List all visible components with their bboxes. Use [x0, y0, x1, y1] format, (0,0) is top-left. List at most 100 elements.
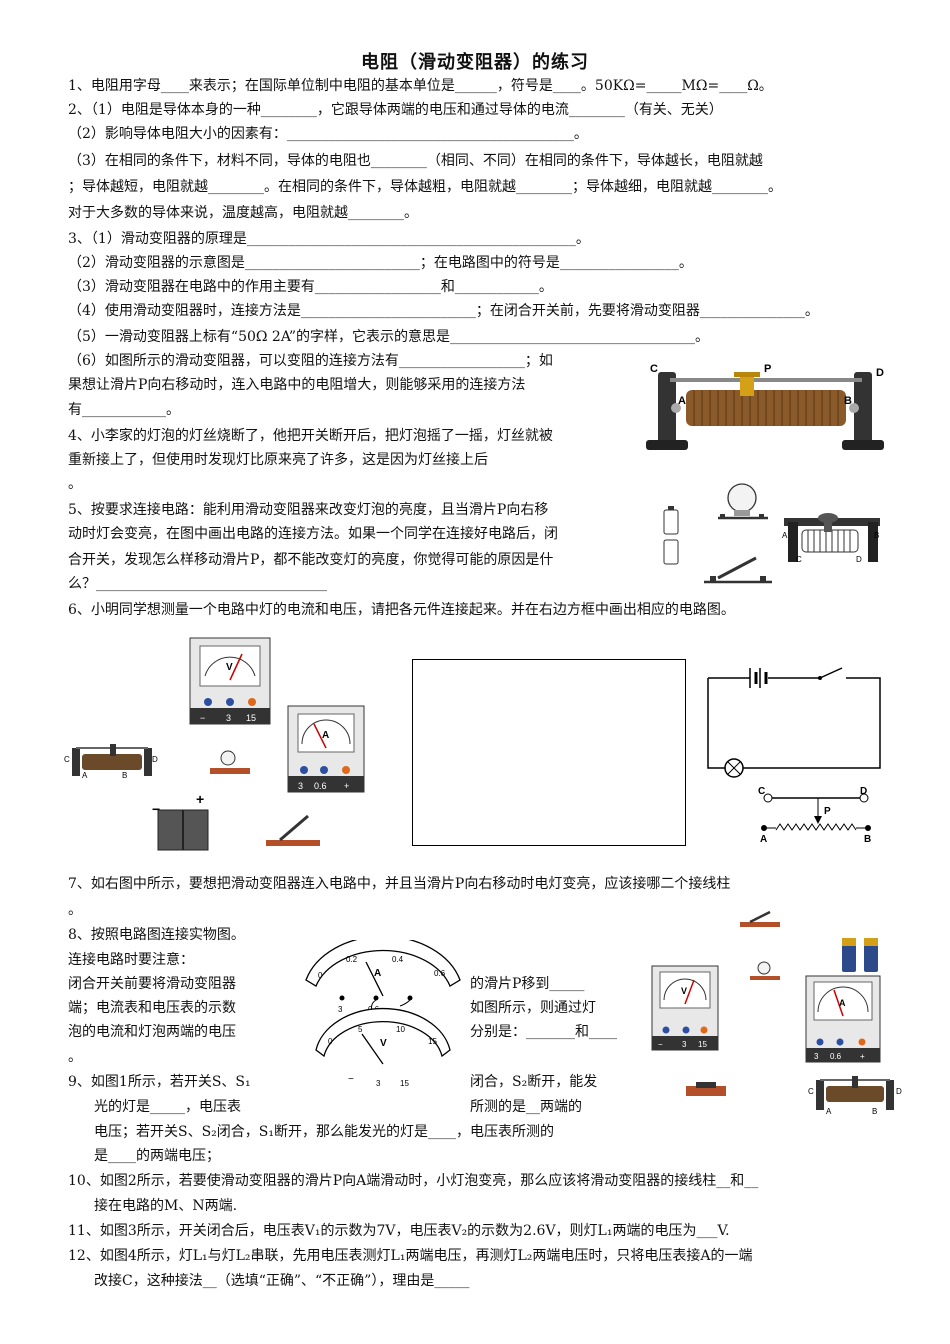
q8-rheostat-label-c: C: [808, 1087, 814, 1096]
q8-ammeter-symbol: A: [839, 998, 846, 1008]
q2-line-4: ；导体越短，电阻就越________。在相同的条件下，导体越粗，电阻就越____…: [68, 179, 782, 195]
battery-icon: − +: [152, 791, 209, 851]
q6-line: 6、小明同学想测量一个电路中灯的电流和电压，请把各元件连接起来。并在右边方框中画…: [68, 602, 735, 618]
voltmeter-symbol: V: [226, 662, 233, 673]
voltmeter-minus: −: [200, 713, 205, 723]
q8-line-1: 8、按照电路图连接实物图。: [68, 927, 245, 943]
q8-voltmeter-3: 3: [682, 1040, 687, 1049]
q8-voltmeter-minus: −: [658, 1040, 663, 1049]
q5-rheostat-label-b: B: [874, 531, 879, 540]
q8-rheostat-label-a: A: [826, 1107, 832, 1116]
q2-line-1: 2、（1）电阻是导体本身的一种________，它跟导体两端的电压和通过导体的电…: [68, 102, 723, 118]
ammeter-terminal-06: 0.6: [314, 781, 327, 791]
q7-label-a: A: [760, 834, 767, 844]
ammeter-terminal-3: 3: [298, 781, 303, 791]
q7-label-d: D: [860, 786, 867, 797]
q4-line-1: 4、小李家的灯泡的灯丝烧断了，他把开关断开后，把灯泡摇了一摇，灯丝就被: [68, 428, 553, 444]
a-terminal-3: 3: [338, 1005, 343, 1014]
rheostat-small-icon-q6: C D A B: [64, 744, 158, 780]
voltmeter-icon-q8: V − 3 15: [651, 965, 719, 1051]
q12-line-1: 12、如图4所示，灯L₁与灯L₂串联，先用电压表测灯L₁两端电压，再测灯L₂两端…: [68, 1248, 753, 1264]
ammeter-icon-q8: A 3 0.6 +: [805, 975, 881, 1063]
q6-rheostat-label-b: B: [122, 771, 127, 780]
switch-icon: [704, 556, 772, 584]
q6-rheostat-label-d: D: [152, 755, 158, 764]
q9-line-1a: 9、如图1所示，若开关S、S₁: [68, 1074, 251, 1090]
rheostat-figure-large: C P D A B: [646, 363, 884, 450]
q3-line-1: 3、（1）滑动变阻器的原理是__________________________…: [68, 231, 590, 247]
battery-pair-icon: [842, 938, 878, 972]
a-tick-1: 0.2: [346, 955, 358, 964]
rheostat-small-icon-q8: C D A B: [808, 1076, 902, 1116]
rheostat-small-icon: A B C D: [782, 513, 880, 564]
q3-line-2: （2）滑动变阻器的示意图是_________________________；在…: [68, 255, 693, 271]
q5-line-4: 么？_________________________________: [68, 576, 327, 592]
q4-line-2: 重新接上了，但使用时发现灯比原来亮了许多，这是因为灯丝接上后: [68, 452, 488, 468]
switch-small-icon-q8: [686, 1082, 726, 1096]
q8-voltmeter-symbol: V: [681, 986, 687, 996]
voltmeter-dial: 0 5 10 15 V − 3 15: [315, 1007, 451, 1088]
q3-line-6a: （6）如图所示的滑动变阻器，可以变阻的连接方法有________________…: [68, 353, 553, 369]
q7-line-1: 7、如右图中所示，要想把滑动变阻器连入电路中，并且当滑片P向右移动时电灯变亮，应…: [68, 876, 731, 892]
q8-meter-dials: 0 0.2 0.4 0.6 A 3 0.6 0 5 10 15 V − 3 15: [305, 940, 461, 1088]
v-tick-2: 10: [396, 1025, 405, 1034]
q10-line-2: 接在电路的M、N两端.: [94, 1198, 238, 1214]
a-dial-symbol: A: [374, 968, 381, 979]
rheostat-label-a: A: [678, 395, 686, 407]
bulb-icon: [718, 483, 768, 520]
rheostat-label-p: P: [764, 363, 771, 375]
q2-line-2: （2）影响导体电阻大小的因素有：________________________…: [68, 126, 588, 142]
q4-line-3: 。: [68, 476, 82, 492]
q8-line-2: 连接电路时要注意：: [68, 952, 194, 968]
q8-line-5: 泡的电流和灯泡两端的电压: [68, 1024, 236, 1040]
q8-right-1: 的滑片P移到_____: [470, 976, 585, 992]
q8-line-6: 。: [68, 1049, 82, 1065]
q7-rheostat-diagram: C D P A B: [758, 786, 871, 844]
page-title: 电阻（滑动变阻器）的练习: [361, 52, 589, 73]
v-tick-1: 5: [358, 1025, 363, 1034]
q2-line-5: 对于大多数的导体来说，温度越高，电阻就越________。: [68, 205, 418, 221]
v-tick-3: 15: [428, 1037, 437, 1046]
q3-line-4: （4）使用滑动变阻器时，连接方法是_______________________…: [68, 303, 819, 319]
q7-label-c: C: [758, 786, 765, 797]
q9-line-2b: 所测的是__两端的: [470, 1099, 582, 1115]
battery-cells-icon: [663, 506, 679, 565]
q8-ammeter-3: 3: [814, 1052, 819, 1061]
switch-icon-q8: [740, 910, 780, 927]
q3-line-6c: 有____________。: [68, 402, 180, 418]
ammeter-plus: +: [344, 781, 349, 791]
q8-components-figure: V − 3 15 A 3 0.6 +: [651, 910, 902, 1116]
q9-line-2a: 光的灯是_____，电压表: [94, 1099, 241, 1115]
rheostat-label-b: B: [844, 395, 852, 407]
q8-ammeter-plus: +: [860, 1052, 865, 1061]
q3-line-6b: 果想让滑片P向右移动时，连入电路中的电阻增大，则能够采用的连接方法: [68, 377, 526, 393]
q7-label-p: P: [824, 806, 831, 817]
switch-icon-q6: [266, 814, 320, 846]
battery-minus: −: [152, 801, 160, 817]
q8-right-2: 如图所示，则通过灯: [470, 1000, 596, 1016]
ammeter-dial: 0 0.2 0.4 0.6 A 3 0.6: [305, 940, 461, 1014]
q5-line-2: 动时灯会变亮，在图中画出电路的连接方法。如果一个同学在连接好电路后，闭: [68, 526, 558, 542]
q8-ammeter-06: 0.6: [830, 1052, 842, 1061]
q9-line-1b: 闭合，S₂断开，能发: [470, 1074, 598, 1090]
q6-rheostat-label-c: C: [64, 755, 70, 764]
ammeter-icon: A 3 0.6 +: [287, 705, 365, 793]
q6-circuit-diagram: [707, 667, 881, 778]
q6-answer-box[interactable]: [412, 659, 686, 846]
q8-line-4: 端；电流表和电压表的示数: [68, 1000, 236, 1016]
bulb-icon-q8: [750, 961, 780, 980]
bulb-icon-q6: [210, 750, 250, 774]
q5-line-1: 5、按要求连接电路：能利用滑动变阻器来改变灯泡的亮度，且当滑片P向右移: [68, 502, 549, 518]
a-tick-3: 0.6: [434, 969, 446, 978]
q8-rheostat-label-b: B: [872, 1107, 877, 1116]
q11-line: 11、如图3所示，开关闭合后，电压表V₁的示数为7V，电压表V₂的示数为2.6V…: [68, 1223, 730, 1239]
q12-line-2: 改接C，这种接法__（选填“正确”、“不正确”），理由是_____: [94, 1273, 470, 1289]
v-dial-symbol: V: [380, 1038, 387, 1049]
q8-line-3: 闭合开关前要将滑动变阻器: [68, 976, 236, 992]
a-tick-2: 0.4: [392, 955, 404, 964]
q9-line-3: 电压；若开关S、S₂闭合，S₁断开，那么能发光的灯是____，电压表所测的: [94, 1124, 554, 1140]
v-tick-0: 0: [328, 1037, 333, 1046]
q3-line-3: （3）滑动变阻器在电路中的作用主要有__________________和___…: [68, 279, 553, 295]
q1-line: 1、电阻用字母____来表示；在国际单位制中电阻的基本单位是______，符号是…: [68, 78, 773, 94]
q6-rheostat-label-a: A: [82, 771, 88, 780]
